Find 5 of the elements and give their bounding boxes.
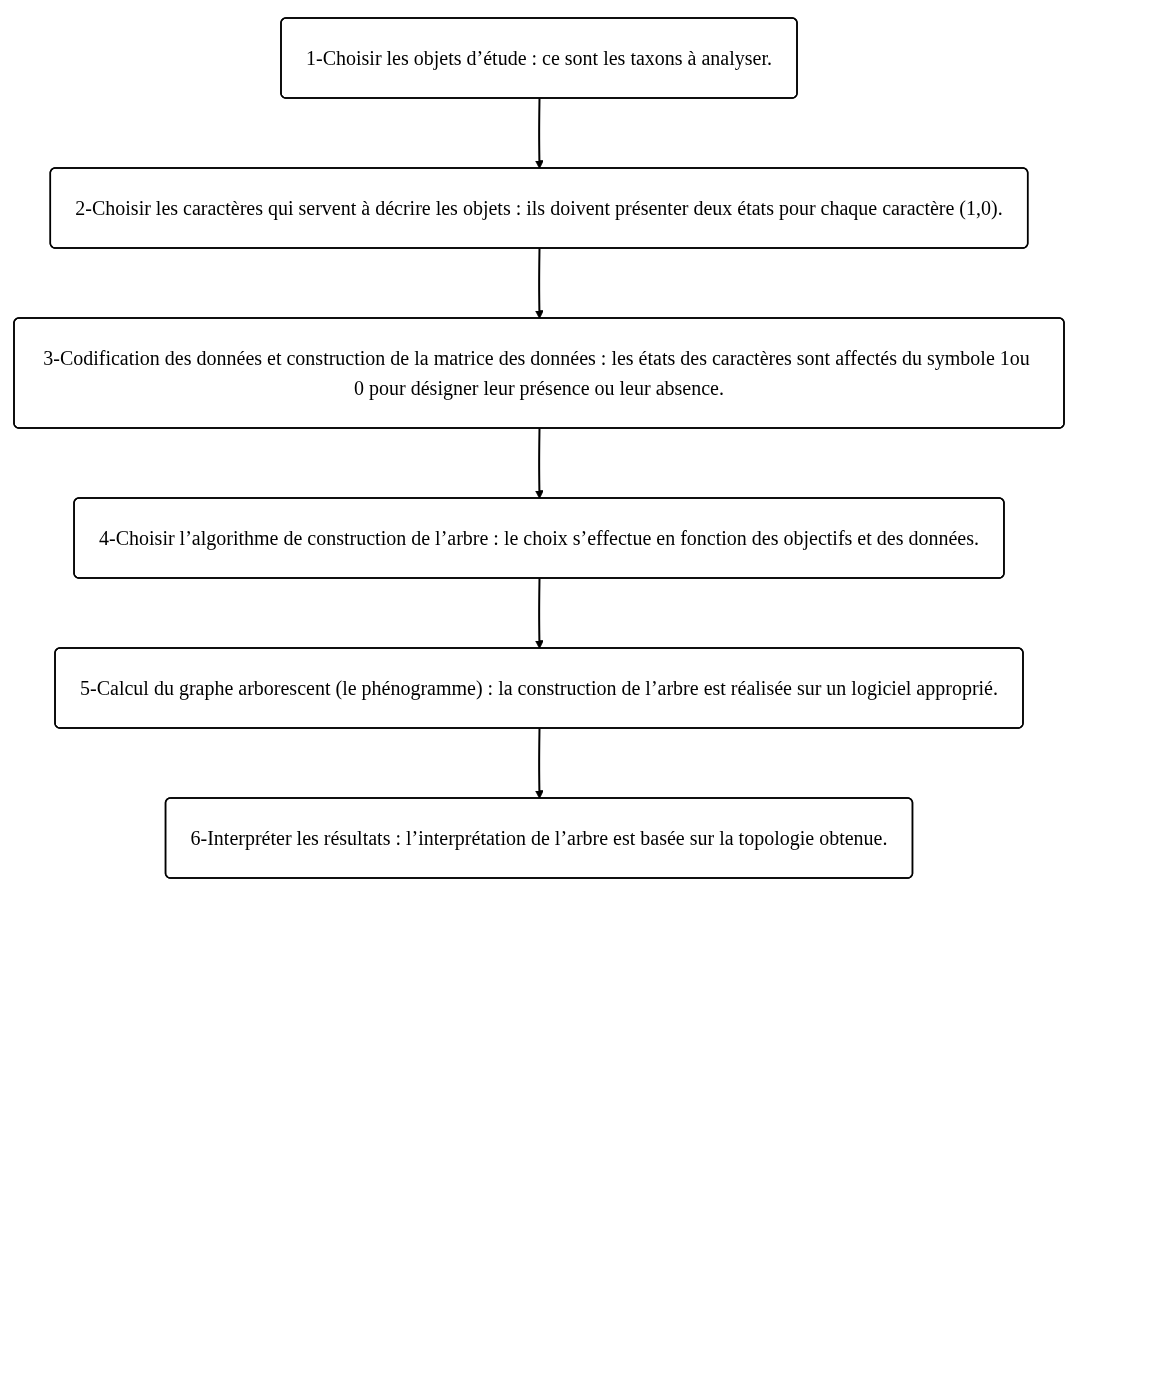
arrow <box>535 247 544 319</box>
arrow <box>535 727 544 799</box>
arrow <box>535 97 544 169</box>
arrow <box>535 577 544 649</box>
arrow <box>535 427 544 499</box>
